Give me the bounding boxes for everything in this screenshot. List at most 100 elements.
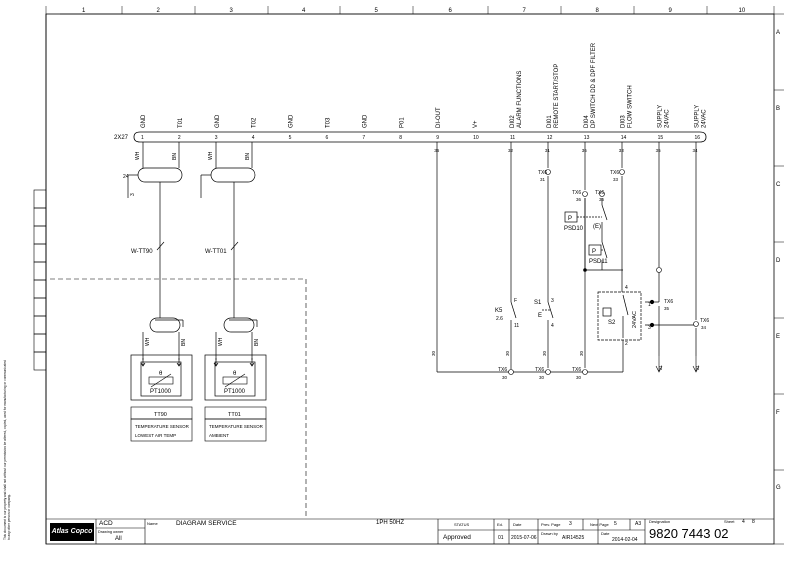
terminal-label-5: GND	[289, 114, 295, 128]
sheet-number: 4	[742, 519, 745, 525]
svg-text:TX6: TX6	[610, 170, 619, 176]
terminal-number-11: 11	[510, 135, 515, 141]
name-label: Name	[147, 521, 158, 526]
psd11-tag: PSD11	[589, 259, 608, 265]
sensor1-bn: BN	[181, 339, 187, 346]
svg-text:TX6: TX6	[572, 367, 581, 373]
bracket-e: (E)	[593, 224, 601, 230]
svg-text:33: 33	[613, 177, 619, 182]
terminal-number-3: 3	[215, 135, 218, 141]
terminal-label-7: GND	[362, 114, 368, 128]
designation-label: Designation	[649, 519, 671, 524]
s2-pin-bottom: 2	[625, 341, 628, 347]
terminal-desc-15: 24VAC	[665, 109, 671, 128]
column-label-3: 3	[230, 8, 234, 14]
sensor1-desc1: TEMPERATURE SENSOR	[135, 424, 190, 429]
date2-value: 2014-02-04	[612, 537, 638, 543]
dashed-boundary	[50, 278, 307, 518]
terminal-label-2: T01	[178, 117, 184, 128]
wire-30-label: 30	[431, 350, 436, 356]
status-label: STATUS	[454, 522, 470, 527]
svg-text:30: 30	[539, 375, 545, 380]
svg-text:34: 34	[701, 325, 707, 330]
row-label-F: F	[776, 410, 780, 416]
terminal-desc-16: 24VAC	[702, 109, 708, 128]
sensor1-desc2: LOWEST AIR TEMP	[135, 433, 176, 438]
s1-pin-bottom: 4	[551, 323, 554, 329]
sensor2-bn: BN	[254, 339, 260, 346]
terminal-label-8: P01	[399, 117, 405, 128]
status-value: Approved	[443, 534, 471, 541]
date2-label: Date	[601, 531, 610, 536]
cable-tt01	[200, 142, 258, 360]
wire-number-15: 35	[656, 148, 662, 153]
terminal-label-16: SUPPLY	[695, 105, 701, 128]
sheet-label: Sheet	[724, 519, 735, 524]
date-label: Date	[513, 522, 522, 527]
ed-value: 01	[498, 535, 504, 541]
sheet-total: 8	[752, 519, 755, 525]
sensor1-glyph: θ	[159, 371, 163, 377]
row-label-E: E	[776, 334, 780, 340]
arrow-21a	[655, 356, 663, 373]
psd11-symbol: P	[592, 249, 596, 255]
column-label-1: 1	[82, 8, 86, 14]
cable-tt90-label: W-TT90	[131, 249, 153, 255]
terminal-desc-14: FLOW SWITCH	[628, 85, 634, 128]
terminal-label-14: DI03	[621, 115, 627, 128]
row-label-G: G	[776, 485, 781, 491]
column-label-7: 7	[523, 8, 527, 14]
column-label-6: 6	[449, 8, 453, 14]
terminal-number-14: 14	[621, 135, 627, 141]
cable-tt90-ref: 3	[130, 193, 136, 196]
terminal-label-4: T02	[252, 117, 258, 128]
psd10-symbol: P	[568, 216, 572, 222]
s2-pin-1: 1	[648, 302, 651, 308]
svg-text:35: 35	[664, 306, 670, 311]
prev-page-label: Prev. Page	[541, 522, 561, 527]
wire-number-14: 33	[619, 148, 625, 153]
sensor-tt90: θ PT1000 TT90 TEMPERATURE SENSOR LOWEST …	[130, 354, 193, 442]
column-label-8: 8	[596, 8, 600, 14]
sensor2-glyph: θ	[233, 371, 237, 377]
drawn-by-label: Drawn by	[541, 531, 558, 536]
ed-label: Ed.	[497, 522, 504, 527]
column-label-5: 5	[375, 8, 379, 14]
terminal-label-11: DI02	[510, 115, 516, 128]
s2-voltage: 24VAC	[632, 311, 638, 328]
terminal-label-12: DI01	[547, 115, 553, 128]
sensor-tt01: θ PT1000 TT01 TEMPERATURE SENSOR AMBIENT	[204, 354, 267, 442]
sensor1-wh: WH	[145, 337, 151, 346]
terminal-number-9: 9	[436, 135, 439, 141]
row-label-B: B	[776, 106, 780, 112]
cable-tt90-shield: 24	[123, 174, 129, 180]
wire-wh-1: WH	[135, 151, 141, 160]
designation-value: 9820 7443 02	[649, 526, 729, 541]
k5-pin-bottom: 11	[514, 323, 519, 329]
terminal-strip: 2X27 1GND2T013GND4T025GND6T037GND8P019DI…	[114, 42, 708, 153]
terminal-label-9: DI-OUT	[436, 107, 442, 128]
paper-size: A3	[635, 521, 642, 527]
acd-label: ACD	[99, 520, 113, 527]
prev-page-value: 3	[569, 521, 572, 527]
svg-text:30: 30	[576, 375, 582, 380]
right-wiring	[436, 142, 697, 373]
k5-tag: K5	[495, 308, 503, 314]
svg-text:TX6: TX6	[700, 318, 709, 324]
svg-text:30: 30	[502, 375, 508, 380]
svg-text:36: 36	[576, 197, 582, 202]
terminal-number-12: 12	[547, 135, 553, 141]
title-block-lines	[46, 518, 774, 544]
row-label-C: C	[776, 182, 781, 188]
date-value: 2015-07-06	[511, 535, 537, 541]
next-page-value: 5	[614, 521, 617, 527]
tx6-terminals	[508, 169, 699, 375]
terminal-label-1: GND	[141, 114, 147, 128]
s1-tag: S1	[534, 300, 542, 306]
arrow-21b	[692, 356, 700, 373]
next-page-label: Next Page	[590, 522, 609, 527]
terminal-number-5: 5	[289, 135, 292, 141]
row-label-D: D	[776, 258, 781, 264]
terminal-desc-12: REMOTE START/STOP	[554, 64, 560, 128]
